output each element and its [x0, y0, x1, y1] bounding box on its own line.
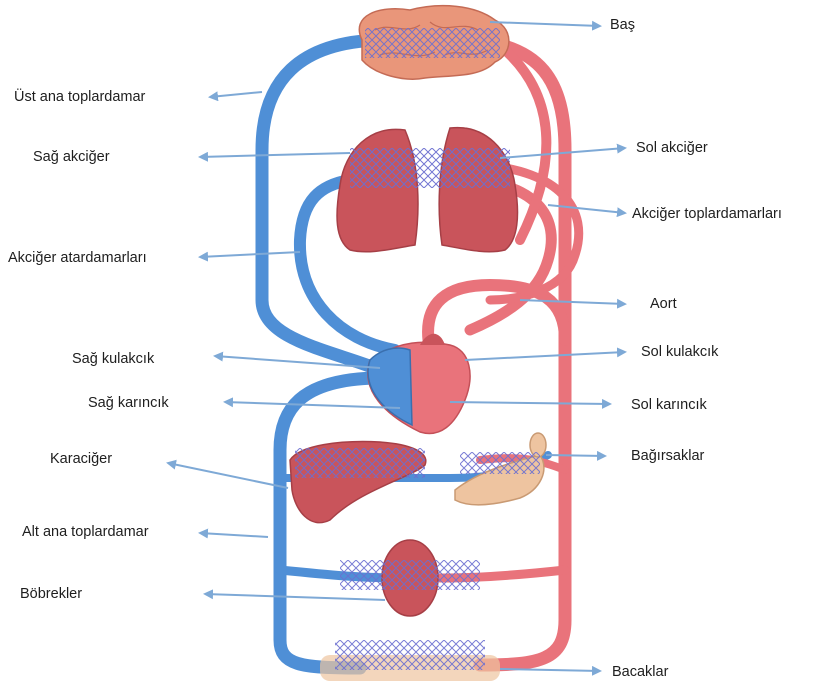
label-liver: Karaciğer	[50, 450, 112, 468]
label-left-ventricle: Sol karıncık	[631, 396, 707, 414]
label-right-ventricle: Sağ karıncık	[88, 394, 169, 412]
label-right-atrium: Sağ kulakcık	[72, 350, 154, 368]
legs-capillary-bed	[320, 640, 500, 681]
kidneys-organ	[340, 540, 480, 616]
label-intestines: Bağırsaklar	[631, 447, 704, 465]
intestines-organ	[455, 433, 546, 505]
label-kidneys: Böbrekler	[20, 585, 82, 603]
arrow-right-lung	[200, 153, 350, 157]
label-head: Baş	[610, 16, 635, 34]
label-superior-vena-cava: Üst ana toplardamar	[14, 88, 145, 106]
arrow-intestines	[546, 455, 605, 456]
inferior-vena-cava-vessel	[280, 378, 375, 668]
arrow-right-ventricle	[225, 402, 400, 408]
arrow-head	[490, 22, 600, 26]
label-left-atrium: Sol kulakcık	[641, 343, 718, 361]
arrow-legs	[500, 669, 600, 671]
lungs-organ	[337, 128, 518, 252]
liver-organ	[290, 442, 426, 523]
label-pulmonary-veins: Akciğer toplardamarları	[632, 205, 782, 223]
label-legs: Bacaklar	[612, 663, 668, 681]
arrow-pulmonary-arteries	[200, 252, 300, 257]
arrow-left-ventricle	[450, 402, 610, 404]
label-inferior-vena-cava: Alt ana toplardamar	[22, 523, 149, 541]
arrow-inferior-vena-cava	[200, 533, 268, 537]
arrow-liver	[168, 463, 288, 488]
arrow-left-atrium	[465, 352, 625, 360]
label-pulmonary-arteries: Akciğer atardamarları	[8, 249, 147, 267]
label-left-lung: Sol akciğer	[636, 139, 708, 157]
label-aorta: Aort	[650, 295, 677, 313]
brain-organ	[359, 6, 509, 79]
arrow-aorta	[520, 300, 625, 304]
label-right-lung: Sağ akciğer	[33, 148, 110, 166]
arrow-superior-vena-cava	[210, 92, 262, 97]
arrow-kidneys	[205, 594, 385, 600]
